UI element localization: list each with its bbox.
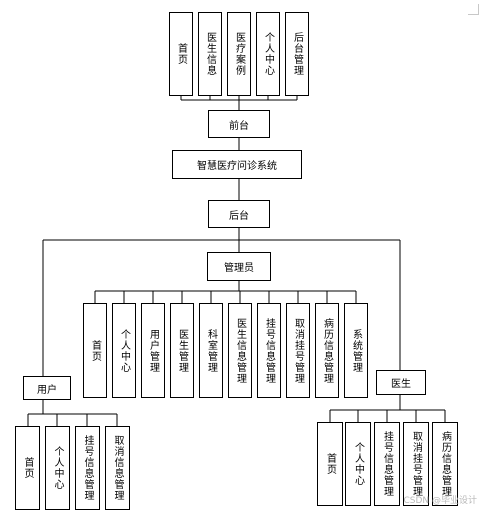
system-root-node: 智慧医疗问诊系统: [172, 150, 302, 179]
user-item-home: 首页: [15, 426, 40, 510]
doctor-item-cancel-registration-management: 取消挂号管理: [403, 422, 429, 506]
doctor-node: 医生: [376, 370, 426, 395]
admin-item-registration-management: 挂号信息管理: [257, 303, 281, 398]
page-corner-mark: [468, 4, 479, 15]
frontend-item-backend-management: 后台管理: [285, 12, 309, 96]
admin-item-medical-record-management: 病历信息管理: [315, 303, 339, 398]
admin-item-cancel-registration-management: 取消挂号管理: [286, 303, 310, 398]
user-node: 用户: [23, 376, 71, 400]
doctor-item-home: 首页: [317, 422, 343, 506]
watermark: CSDN @毕业设计: [403, 496, 477, 506]
user-item-cancel-info-management: 取消信息管理: [105, 426, 130, 510]
admin-item-system-management: 系统管理: [344, 303, 368, 398]
user-item-registration-management: 挂号信息管理: [75, 426, 100, 510]
frontend-node: 前台: [208, 110, 270, 138]
admin-item-personal-center: 个人中心: [112, 303, 136, 398]
admin-item-doctor-management: 医生管理: [170, 303, 194, 398]
frontend-item-medical-cases: 医疗案例: [227, 12, 251, 96]
admin-item-home: 首页: [83, 303, 107, 398]
doctor-item-registration-management: 挂号信息管理: [374, 422, 400, 506]
admin-item-user-management: 用户管理: [141, 303, 165, 398]
user-item-personal-center: 个人中心: [45, 426, 70, 510]
backend-node: 后台: [208, 200, 270, 228]
admin-item-department-management: 科室管理: [199, 303, 223, 398]
admin-node: 管理员: [207, 252, 271, 281]
frontend-item-doctor-info: 医生信息: [198, 12, 222, 96]
frontend-item-personal-center: 个人中心: [256, 12, 280, 96]
frontend-item-home: 首页: [169, 12, 193, 96]
admin-item-doctor-info-management: 医生信息管理: [228, 303, 252, 398]
doctor-item-medical-record-management: 病历信息管理: [432, 422, 458, 506]
doctor-item-personal-center: 个人中心: [345, 422, 371, 506]
